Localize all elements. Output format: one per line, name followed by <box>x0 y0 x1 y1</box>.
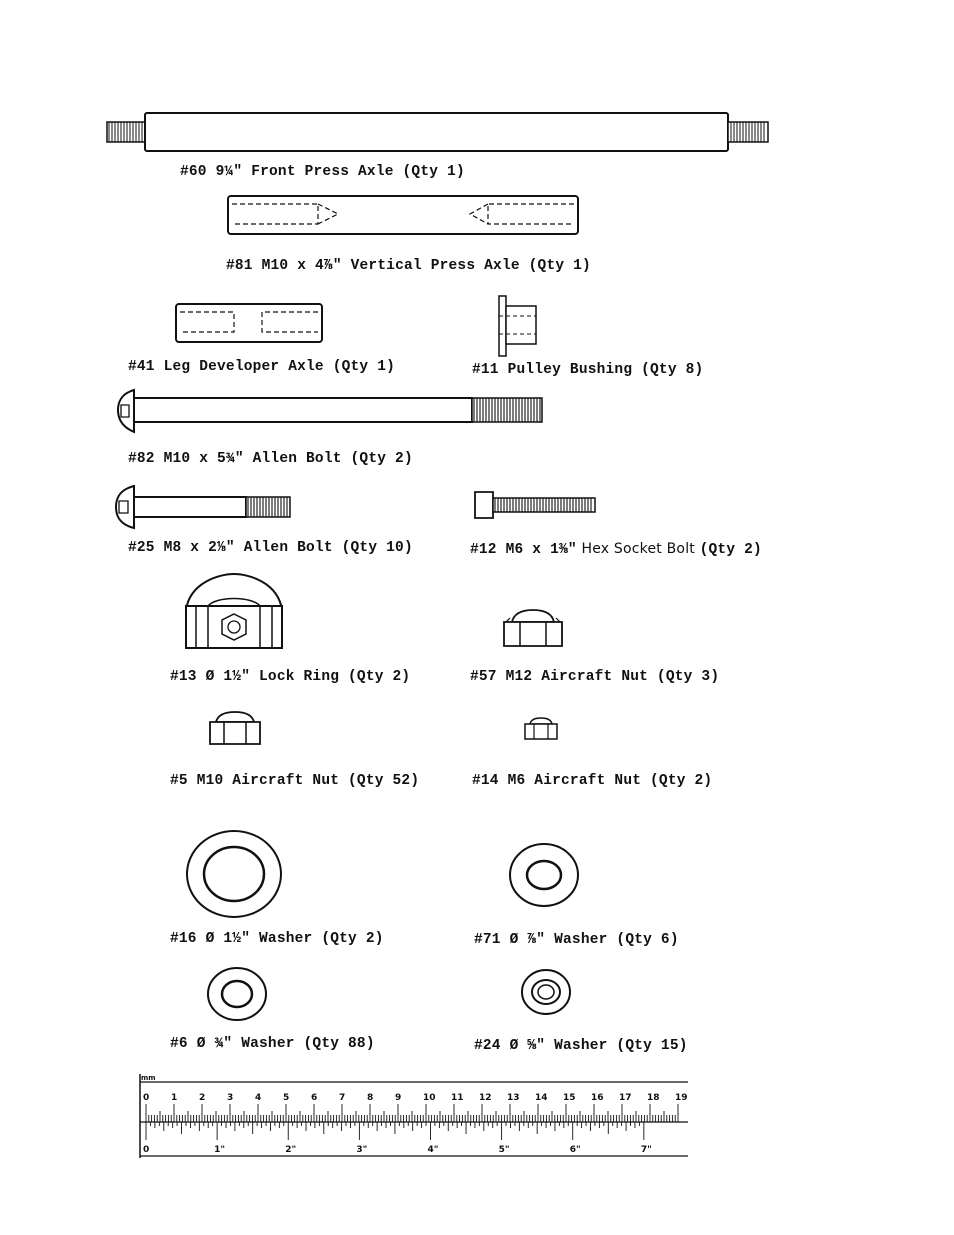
ruler-inch-label: 3" <box>356 1145 367 1155</box>
ruler-cm-label: 7 <box>339 1093 345 1103</box>
ruler-cm-ticks <box>145 1104 679 1122</box>
pulley-bushing-drawing <box>494 294 542 360</box>
label-part-71: #71 Ø ⅞" Washer (Qty 6) <box>474 932 679 948</box>
ruler-inch-label: 2" <box>285 1145 296 1155</box>
washer-24-drawing <box>518 966 574 1018</box>
ruler-cm-label: 18 <box>647 1093 660 1103</box>
ruler-cm-label: 8 <box>367 1093 373 1103</box>
ruler-cm-label: 9 <box>395 1093 401 1103</box>
ruler-inch-label: 0 <box>143 1145 149 1155</box>
label-part-5: #5 M10 Aircraft Nut (Qty 52) <box>170 773 420 789</box>
ruler-inch-label: 1" <box>214 1145 225 1155</box>
label-part-11: #11 Pulley Bushing (Qty 8) <box>472 362 704 378</box>
label-part-82: #82 M10 x 5¾" Allen Bolt (Qty 2) <box>128 451 413 467</box>
ruler-cm-label: 11 <box>451 1093 464 1103</box>
label-part-25: #25 M8 x 2⅛" Allen Bolt (Qty 10) <box>128 540 413 556</box>
ruler-inch-label: 7" <box>641 1145 652 1155</box>
ruler-inch-label: 5" <box>499 1145 510 1155</box>
washer-16-drawing <box>184 828 284 920</box>
ruler-cm-label: 17 <box>619 1093 632 1103</box>
label-part-12-qty: (Qty 2) <box>699 542 762 558</box>
aircraft-nut-m6-drawing <box>522 716 560 742</box>
label-part-24: #24 Ø ⅝" Washer (Qty 15) <box>474 1038 688 1054</box>
label-part-16: #16 Ø 1½" Washer (Qty 2) <box>170 931 384 947</box>
label-part-57: #57 M12 Aircraft Nut (Qty 3) <box>470 669 720 685</box>
ruler-cm-label: 12 <box>479 1093 492 1103</box>
ruler-inch-label: 4" <box>427 1145 438 1155</box>
ruler-cm-label: 0 <box>143 1093 149 1103</box>
label-part-12-name: Hex Socket Bolt <box>576 541 700 557</box>
washer-6-drawing <box>204 964 270 1024</box>
allen-bolt-m8-drawing <box>112 484 296 532</box>
label-part-12: #12 M6 x 1⅜" Hex Socket Bolt (Qty 2) <box>470 541 762 558</box>
hex-socket-bolt-drawing <box>472 490 600 522</box>
ruler-cm-label: 1 <box>171 1093 177 1103</box>
ruler-cm-label: 6 <box>311 1093 317 1103</box>
aircraft-nut-m10-drawing <box>206 710 264 748</box>
ruler-cm-label: 19 <box>675 1093 688 1103</box>
ruler-inch-ticks <box>145 1122 645 1140</box>
ruler-inch-label: 6" <box>570 1145 581 1155</box>
label-part-12-size: #12 M6 x 1⅜" <box>470 542 577 558</box>
ruler-cm-label: 3 <box>227 1093 233 1103</box>
label-part-81: #81 M10 x 4⅞" Vertical Press Axle (Qty 1… <box>226 258 591 274</box>
label-part-13: #13 Ø 1½" Lock Ring (Qty 2) <box>170 669 411 685</box>
lock-ring-drawing <box>180 572 288 652</box>
ruler-unit-label: mm <box>141 1074 156 1082</box>
ruler-cm-label: 2 <box>199 1093 205 1103</box>
washer-71-drawing <box>506 840 582 910</box>
ruler-cm-label: 15 <box>563 1093 576 1103</box>
ruler-cm-label: 16 <box>591 1093 604 1103</box>
ruler-frame <box>139 1074 688 1158</box>
label-part-14: #14 M6 Aircraft Nut (Qty 2) <box>472 773 713 789</box>
ruler-cm-label: 4 <box>255 1093 261 1103</box>
aircraft-nut-m12-drawing <box>500 608 566 650</box>
ruler-cm-label: 10 <box>423 1093 436 1103</box>
ruler-inch-labels: 0 1" 2" 3" 4" 5" 6" 7" <box>143 1145 652 1155</box>
vertical-press-axle-drawing <box>226 194 582 238</box>
label-part-6: #6 Ø ¾" Washer (Qty 88) <box>170 1036 375 1052</box>
ruler-cm-label: 5 <box>283 1093 289 1103</box>
allen-bolt-m10-drawing <box>114 386 546 436</box>
leg-developer-axle-drawing <box>174 302 326 346</box>
label-part-60: #60 9¼" Front Press Axle (Qty 1) <box>180 164 465 180</box>
label-part-41: #41 Leg Developer Axle (Qty 1) <box>128 359 396 375</box>
ruler-cm-label: 13 <box>507 1093 520 1103</box>
ruler-cm-label: 14 <box>535 1093 548 1103</box>
front-press-axle-drawing <box>100 108 780 158</box>
